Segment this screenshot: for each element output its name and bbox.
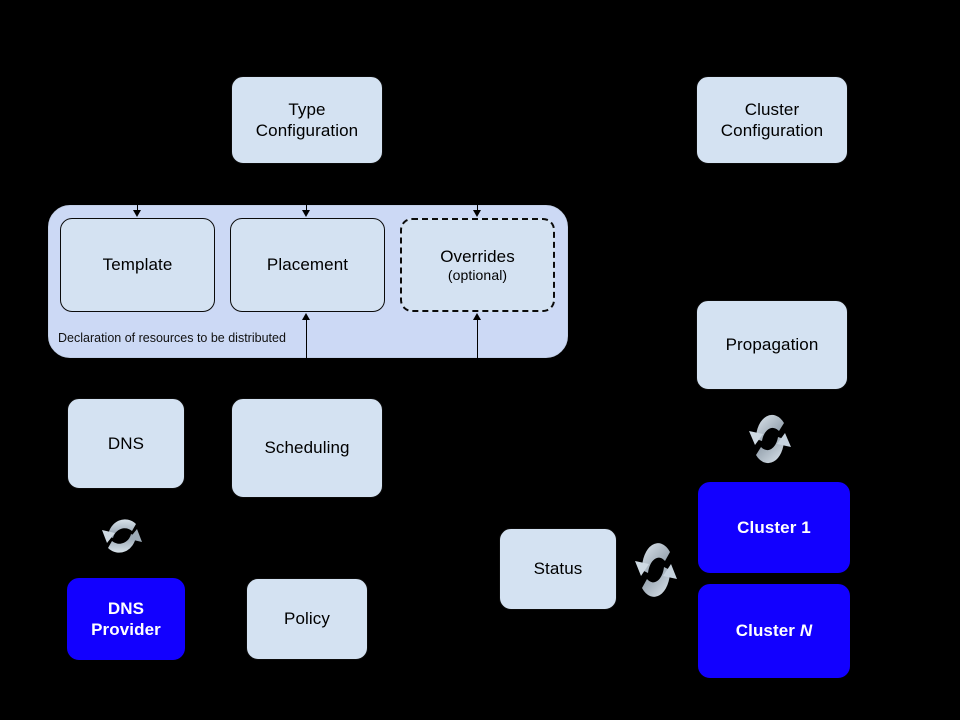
node-cluster-1-label: Cluster 1 (737, 517, 811, 538)
arrow-tail-placement (306, 196, 307, 199)
node-cluster-configuration-line2: Configuration (720, 121, 824, 140)
arrow-tail-template (137, 196, 138, 199)
node-type-configuration-label: Type Configuration (256, 99, 358, 142)
node-status-label: Status (533, 559, 583, 579)
node-policy[interactable]: Policy (246, 578, 368, 660)
connector-policy-overrides (477, 320, 478, 358)
node-propagation-label: Propagation (725, 335, 819, 355)
node-scheduling[interactable]: Scheduling (231, 398, 383, 498)
sync-arrows-icon-dns (92, 500, 152, 572)
node-dns-provider[interactable]: DNS Provider (67, 578, 185, 660)
arrow-up-icon-overrides (473, 313, 481, 320)
node-cluster-n-suffix: N (799, 621, 813, 641)
arrow-down-icon-placement (302, 210, 310, 217)
node-template-label: Template (102, 255, 173, 275)
sync-arrows-icon-status (624, 528, 688, 612)
node-overrides-label: Overrides (optional) (440, 246, 515, 285)
node-cluster-1-suffix: 1 (801, 517, 811, 537)
node-overrides-sub: (optional) (447, 266, 508, 283)
node-cluster-configuration-label: Cluster Configuration (721, 99, 823, 142)
node-cluster-n-label: Cluster N (736, 620, 812, 641)
node-cluster-1-prefix: Cluster (737, 517, 802, 537)
node-cluster-1[interactable]: Cluster 1 (698, 482, 850, 573)
node-type-configuration-line2: Configuration (255, 121, 359, 140)
node-dns-label: DNS (107, 433, 145, 453)
node-type-configuration[interactable]: Type Configuration (231, 76, 383, 164)
connector-typeconfig-template (137, 203, 138, 211)
sync-arrows-icon-propagation (742, 397, 798, 481)
node-dns-provider-label: DNS Provider (91, 598, 161, 641)
arrow-tail-overrides (477, 196, 478, 199)
node-overrides-title: Overrides (440, 246, 515, 266)
node-propagation[interactable]: Propagation (696, 300, 848, 390)
node-policy-label: Policy (284, 609, 330, 629)
node-scheduling-label: Scheduling (264, 438, 350, 458)
connector-typeconfig-placement (306, 203, 307, 211)
node-dns-provider-line2: Provider (91, 620, 161, 639)
connector-scheduling-placement (306, 320, 307, 358)
group-declaration-caption: Declaration of resources to be distribut… (58, 331, 286, 345)
node-cluster-configuration[interactable]: Cluster Configuration (696, 76, 848, 164)
node-overrides[interactable]: Overrides (optional) (400, 218, 555, 312)
arrow-up-icon-placement (302, 313, 310, 320)
node-placement-label: Placement (266, 255, 349, 275)
node-cluster-n-prefix: Cluster (735, 621, 800, 641)
node-dns[interactable]: DNS (67, 398, 185, 489)
node-template[interactable]: Template (60, 218, 215, 312)
node-dns-provider-line1: DNS (107, 598, 145, 618)
arrow-down-icon-template (133, 210, 141, 217)
arrow-down-icon-overrides (473, 210, 481, 217)
node-status[interactable]: Status (499, 528, 617, 610)
node-cluster-configuration-line1: Cluster (744, 99, 800, 119)
node-cluster-n[interactable]: Cluster N (698, 584, 850, 678)
node-placement[interactable]: Placement (230, 218, 385, 312)
node-type-configuration-line1: Type (288, 99, 326, 119)
connector-typeconfig-overrides (477, 203, 478, 211)
